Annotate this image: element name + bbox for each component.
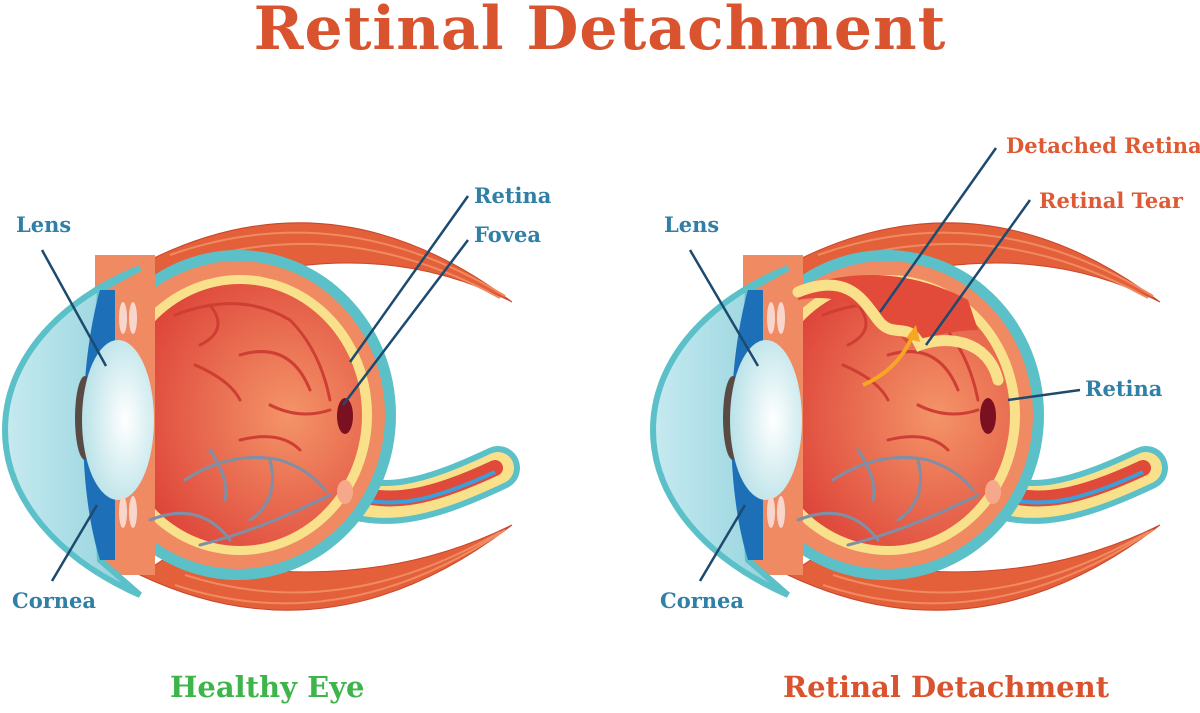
fovea-spot: [337, 398, 353, 434]
label-detached-retina: Detached Retina: [1006, 133, 1200, 158]
diagram-title: Retinal Detachment: [253, 0, 947, 64]
label-lens-detached: Lens: [664, 212, 720, 237]
detached-eye-illustration: [653, 223, 1160, 610]
caption-retinal-detachment: Retinal Detachment: [783, 670, 1110, 704]
label-retina-healthy: Retina: [474, 183, 552, 208]
healthy-eye-illustration: [5, 223, 512, 610]
tear-arrow: [862, 334, 915, 387]
label-lens-healthy: Lens: [16, 212, 72, 237]
detached-retina-layer: [792, 279, 1004, 386]
label-fovea: Fovea: [474, 222, 541, 247]
label-retina-detached: Retina: [1085, 376, 1163, 401]
label-retinal-tear: Retinal Tear: [1039, 188, 1183, 213]
leader-lines: [40, 147, 1081, 582]
label-cornea-healthy: Cornea: [12, 588, 97, 613]
caption-healthy-eye: Healthy Eye: [170, 670, 365, 704]
label-cornea-detached: Cornea: [660, 588, 745, 613]
